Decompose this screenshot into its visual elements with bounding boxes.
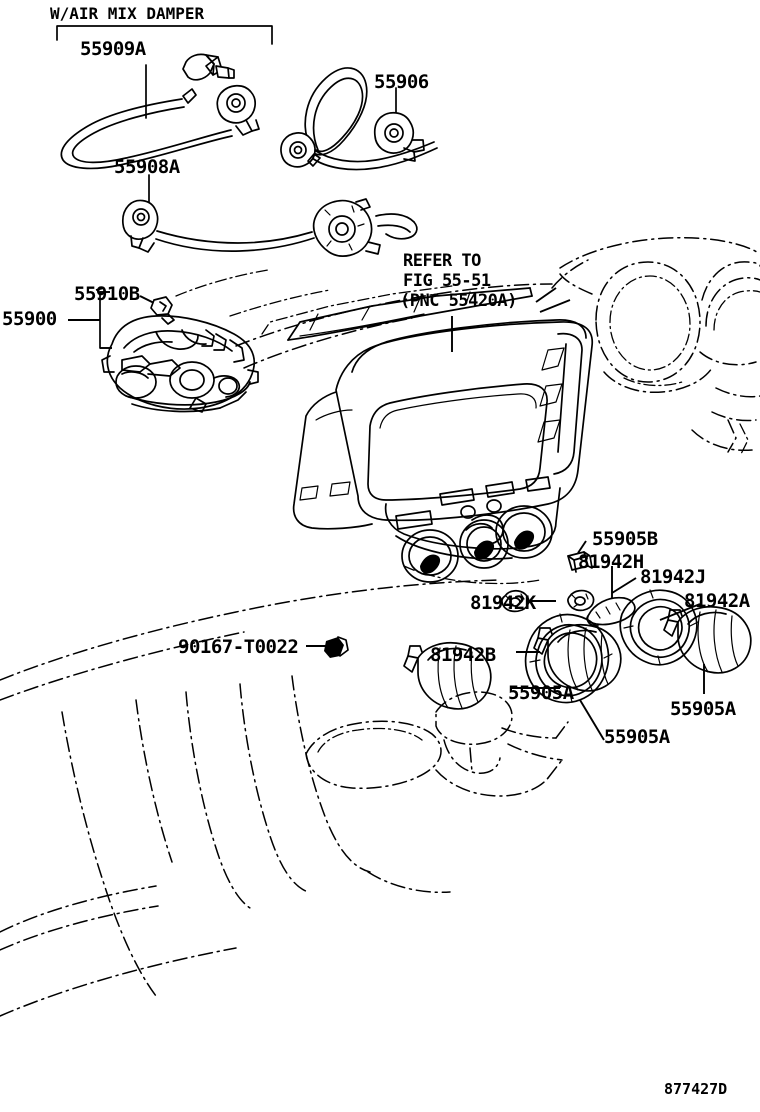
- part-55909a-cable: [60, 53, 260, 170]
- callout-55910b: 55910B: [74, 283, 140, 305]
- callout-55909a: 55909A: [80, 38, 146, 60]
- callout-81942j: 81942J: [640, 566, 706, 588]
- callout-55900: 55900: [2, 308, 57, 330]
- refer-note-line1: REFER TO: [403, 251, 481, 271]
- part-81942b-ring: [516, 613, 613, 704]
- callout-55905a-left: 55905A: [508, 682, 574, 704]
- callout-81942h: 81942H: [578, 551, 644, 573]
- refer-to-leader: [451, 287, 571, 352]
- part-81942k-grommet: [501, 590, 556, 613]
- part-81942h-shoe: [586, 566, 636, 627]
- callout-81942k: 81942K: [470, 592, 536, 614]
- center-console-bezel: [292, 319, 594, 585]
- callout-81942a: 81942A: [684, 590, 750, 612]
- callout-55906: 55906: [374, 71, 429, 93]
- diagram-code: 877427D: [664, 1080, 728, 1098]
- part-55905b-clip: [567, 540, 593, 573]
- callout-55905b: 55905B: [592, 528, 658, 550]
- refer-note-line3: (PNC 55420A): [400, 291, 517, 311]
- part-55908a-cable: [121, 174, 418, 257]
- part-55900-control-assembly: [101, 296, 259, 413]
- group-bracket: [56, 25, 273, 45]
- callout-leaders: [95, 269, 331, 317]
- group-header-label: W/AIR MIX DAMPER: [50, 4, 205, 23]
- part-55905a-knob-center: [533, 623, 622, 741]
- part-90167-screw: [306, 636, 349, 658]
- callout-90167-t0022: 90167-T0022: [178, 636, 299, 658]
- callout-81942b: 81942B: [430, 644, 496, 666]
- instrument-cluster-phantom: [551, 236, 760, 457]
- refer-note-line2: FIG 55-51: [403, 271, 491, 291]
- part-55905a-knob-left: [403, 641, 560, 710]
- part-55906-cable: [280, 67, 438, 171]
- part-81942j-grommet: [567, 577, 637, 612]
- callout-55905a-center: 55905A: [604, 726, 670, 748]
- part-55900-bracket: [68, 291, 112, 349]
- dash-phantom-upper: [235, 283, 553, 369]
- callout-55908a: 55908A: [114, 156, 180, 178]
- callout-55905a-right: 55905A: [670, 698, 736, 720]
- lower-console-phantom: [0, 579, 569, 1017]
- part-55905a-knob-right: [663, 605, 752, 694]
- part-55910b-leader: [139, 295, 155, 304]
